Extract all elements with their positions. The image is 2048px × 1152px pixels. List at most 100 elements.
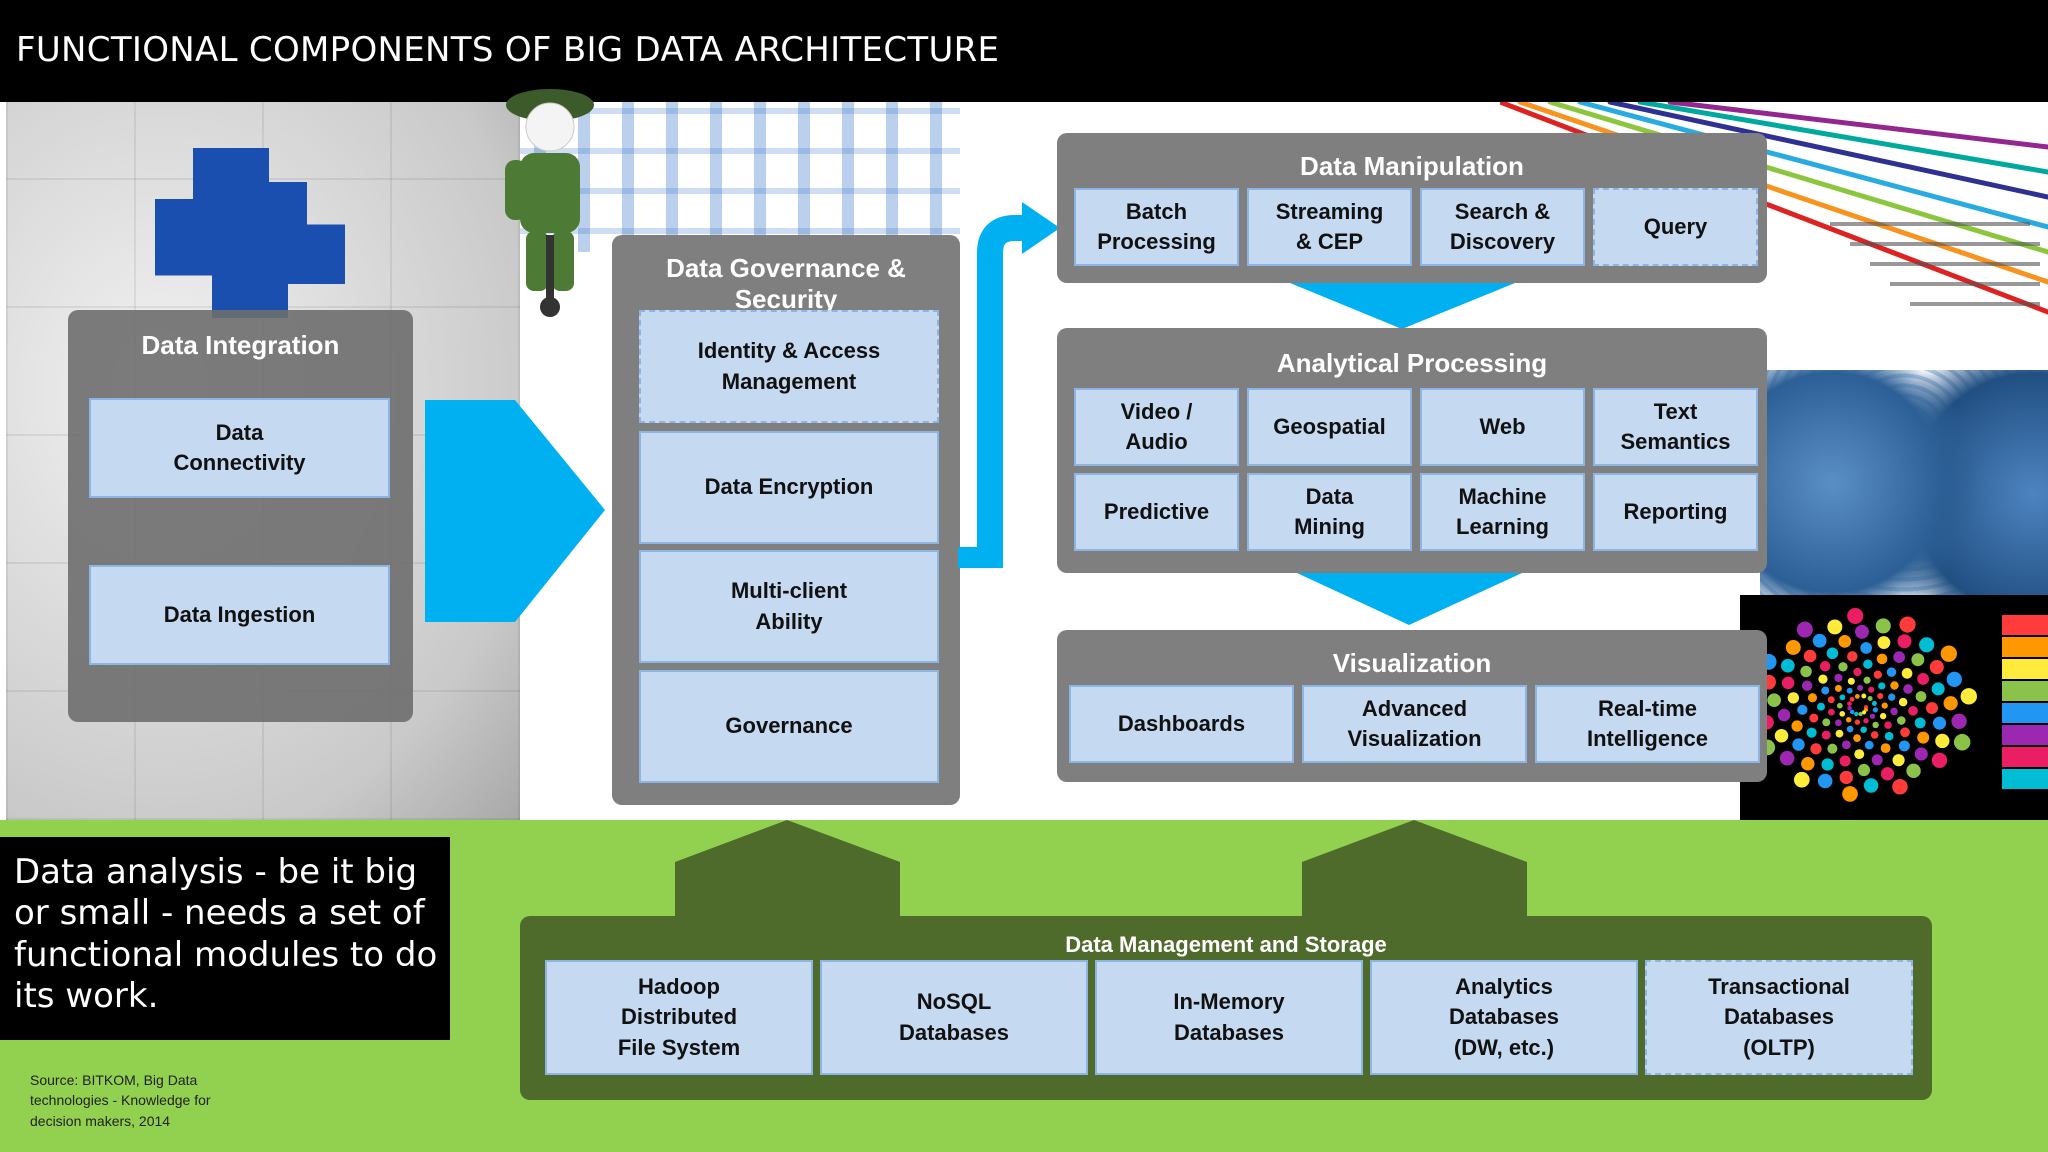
art-dot xyxy=(1878,682,1886,690)
art-dot xyxy=(1880,743,1891,754)
art-dot xyxy=(1792,738,1805,751)
art-dot xyxy=(1926,702,1938,715)
visualization-panel: Visualization Dashboards Advanced Visual… xyxy=(1057,630,1767,782)
governance-security-title: Data Governance & Security xyxy=(666,253,906,314)
art-dot xyxy=(1803,649,1817,663)
art-dot xyxy=(1863,778,1879,793)
art-dot xyxy=(1892,779,1908,795)
header-bar xyxy=(0,0,2048,102)
art-dot xyxy=(1903,684,1913,694)
art-dot xyxy=(1827,696,1835,704)
art-dot xyxy=(1801,757,1815,771)
art-dot xyxy=(1846,687,1853,694)
art-dot xyxy=(1884,721,1892,729)
art-dot xyxy=(1821,686,1830,695)
art-dot xyxy=(1834,719,1842,727)
art-dot xyxy=(1898,740,1910,752)
art-dot xyxy=(1854,719,1861,725)
callout-text: Data analysis - be it big or small - nee… xyxy=(14,852,438,1017)
analytical-down-arrow-icon xyxy=(1297,573,1522,625)
art-dot xyxy=(1836,702,1843,709)
art-dot xyxy=(1858,711,1863,717)
data-connectivity-box: Data Connectivity xyxy=(89,398,390,498)
art-dot xyxy=(1867,695,1873,701)
art-dot xyxy=(1879,712,1887,720)
art-dot xyxy=(1854,749,1865,760)
art-dot xyxy=(1857,684,1864,691)
transactional-databases-box: Transactional Databases (OLTP) xyxy=(1645,960,1913,1075)
art-dot xyxy=(1900,727,1910,738)
art-dot xyxy=(1853,667,1862,677)
data-encryption-box: Data Encryption xyxy=(639,431,939,544)
art-dot xyxy=(1839,694,1846,701)
security-guard-figure-icon xyxy=(505,89,594,317)
data-manipulation-panel: Data Manipulation Batch Processing Strea… xyxy=(1057,133,1767,283)
art-dot xyxy=(1854,711,1859,717)
art-dot xyxy=(1849,709,1855,715)
art-dot xyxy=(1847,677,1855,685)
page-title: FUNCTIONAL COMPONENTS OF BIG DATA ARCHIT… xyxy=(16,30,1000,70)
identity-access-management-box: Identity & Access Management xyxy=(639,310,939,423)
art-dot xyxy=(1809,713,1819,723)
art-dot xyxy=(1915,691,1927,702)
art-dot xyxy=(1893,651,1906,664)
art-dot xyxy=(1853,734,1861,742)
art-dot xyxy=(1872,721,1879,729)
art-dot xyxy=(1819,661,1831,672)
art-dot xyxy=(1817,702,1825,711)
art-dot xyxy=(1901,668,1913,679)
art-dot xyxy=(1810,743,1822,755)
network-diagram-photo xyxy=(520,102,960,252)
art-dot xyxy=(1834,673,1843,682)
art-dot xyxy=(1931,752,1948,769)
realtime-intelligence-box: Real-time Intelligence xyxy=(1535,685,1760,763)
art-dot xyxy=(1827,708,1835,716)
data-streams-photo xyxy=(1500,102,2048,315)
art-dot xyxy=(1897,634,1912,649)
art-dot xyxy=(1822,718,1831,727)
art-dot xyxy=(1871,700,1877,706)
art-dot xyxy=(1898,697,1908,707)
art-dot xyxy=(1800,665,1812,678)
art-dot xyxy=(1793,771,1810,788)
art-dot xyxy=(1880,767,1895,781)
art-dot xyxy=(1919,637,1935,653)
art-dot xyxy=(1839,755,1851,767)
art-dot xyxy=(1892,754,1905,767)
art-dot xyxy=(1791,720,1803,732)
art-dot xyxy=(1812,633,1827,648)
art-dot xyxy=(1787,692,1800,704)
art-dot xyxy=(1827,743,1838,754)
data-integration-title: Data Integration xyxy=(141,330,340,360)
art-dot xyxy=(1868,686,1875,693)
art-dot xyxy=(1855,624,1869,639)
storage-up-arrow-left-icon xyxy=(675,820,900,918)
art-dot xyxy=(1826,647,1839,660)
art-dot xyxy=(1864,740,1874,750)
data-integration-panel: Data Integration Data Connectivity Data … xyxy=(68,310,413,722)
art-dot xyxy=(1779,750,1795,766)
web-box: Web xyxy=(1420,388,1585,466)
art-dot xyxy=(1870,731,1879,739)
storage-title: Data Management and Storage xyxy=(1065,932,1387,957)
art-dot xyxy=(1932,716,1947,730)
art-dot xyxy=(1860,726,1867,733)
analytical-processing-title: Analytical Processing xyxy=(1276,348,1548,378)
art-dot xyxy=(1953,733,1971,751)
governance-box: Governance xyxy=(639,670,939,783)
art-dot xyxy=(1890,681,1899,690)
art-dot xyxy=(1906,763,1921,779)
art-dot xyxy=(1888,693,1896,701)
art-dot xyxy=(1801,680,1813,691)
art-dot xyxy=(1890,707,1898,716)
visualization-title: Visualization xyxy=(1332,648,1492,678)
analytics-databases-box: Analytics Databases (DW, etc.) xyxy=(1370,960,1638,1075)
colorful-dots-art xyxy=(1740,595,2048,820)
source-citation: Source: BITKOM, Big Data technologies - … xyxy=(30,1072,211,1129)
art-dot xyxy=(1935,733,1950,749)
art-dot xyxy=(1876,653,1888,665)
art-dot xyxy=(1797,704,1808,715)
art-dot xyxy=(1842,786,1858,802)
art-dot xyxy=(1914,747,1928,761)
art-dot xyxy=(1806,727,1817,738)
